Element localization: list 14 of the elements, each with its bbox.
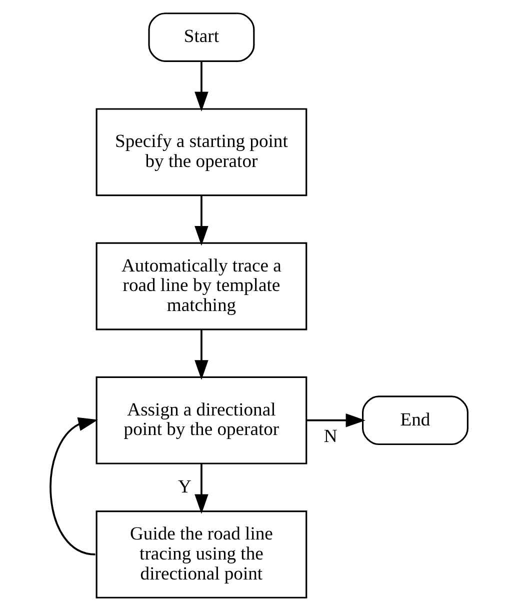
node-box: Start (148, 12, 254, 62)
arrow (49, 417, 98, 556)
edge-label: N (323, 426, 337, 448)
node-box: End (362, 396, 468, 446)
arrow (194, 195, 208, 246)
node-box: Assign a directional point by the operator (95, 376, 307, 464)
arrow (194, 61, 208, 112)
arrow (194, 464, 208, 514)
node-box: Automatically trace a road line by template matching (95, 242, 307, 330)
edge-label: Y (178, 476, 191, 498)
arrow (306, 413, 365, 428)
arrow (194, 330, 208, 380)
node-box: Specify a starting point by the operator (95, 108, 307, 196)
node-box: Guide the road line tracing using the directional point (95, 510, 307, 598)
